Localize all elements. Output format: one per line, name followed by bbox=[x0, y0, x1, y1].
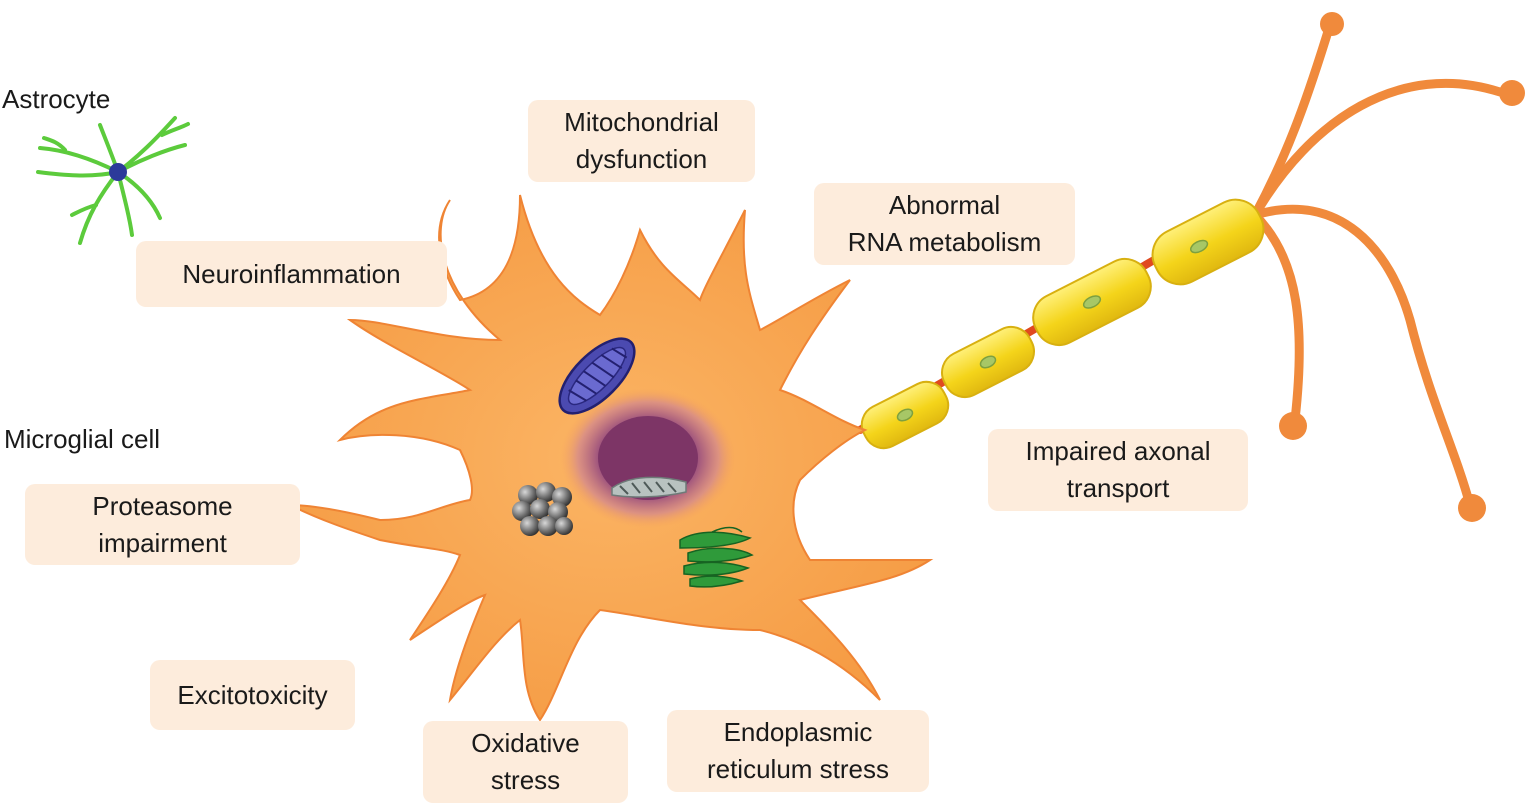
excitotoxicity-box: Excitotoxicity bbox=[150, 660, 355, 730]
myelin-sheath bbox=[860, 198, 1265, 450]
oxidative-stress-box: Oxidative stress bbox=[423, 721, 628, 803]
mitochondrial-dysfunction-box: Mitochondrial dysfunction bbox=[528, 100, 755, 182]
proteasome-impairment-box: Proteasome impairment bbox=[25, 484, 300, 565]
endoplasmic-reticulum-stress-box: Endoplasmic reticulum stress bbox=[667, 710, 929, 792]
neuron bbox=[289, 12, 1525, 722]
mitochondrion bbox=[558, 337, 636, 415]
abnormal-rna-metabolism-box: Abnormal RNA metabolism bbox=[814, 183, 1075, 265]
proteasome-line-2: impairment bbox=[98, 527, 227, 558]
proteasome-line-1: Proteasome bbox=[92, 490, 233, 521]
oxidative-line-2: stress bbox=[490, 765, 561, 795]
mitochondrial-line-2: dysfunction bbox=[575, 144, 708, 174]
endoplasmic-reticulum bbox=[679, 526, 754, 588]
astrocyte-label: Astrocyte bbox=[2, 84, 111, 114]
rna-line-1: Abnormal bbox=[888, 190, 1001, 220]
rna-strand bbox=[611, 476, 687, 498]
microglial-cell-label: Microglial cell bbox=[4, 424, 161, 454]
er-line-2: reticulum stress bbox=[706, 754, 890, 784]
mitochondrial-line-1: Mitochondrial bbox=[564, 107, 719, 137]
terminal-buttons bbox=[1279, 12, 1525, 522]
er-line-1: Endoplasmic bbox=[723, 717, 873, 747]
excitotoxicity-line-1: Excitotoxicity bbox=[177, 679, 328, 710]
axonal-line-2: transport bbox=[1066, 473, 1170, 503]
impaired-axonal-transport-box: Impaired axonal transport bbox=[988, 429, 1248, 511]
axonal-line-1: Impaired axonal bbox=[1025, 436, 1211, 466]
proteasome bbox=[512, 482, 573, 536]
astrocyte bbox=[36, 116, 190, 245]
neuroinflammation-box: Neuroinflammation bbox=[136, 241, 447, 307]
rna-line-2: RNA metabolism bbox=[847, 227, 1042, 257]
oxidative-line-1: Oxidative bbox=[471, 728, 580, 758]
axon-terminals bbox=[1250, 20, 1505, 510]
neuroinflammation-line-1: Neuroinflammation bbox=[182, 258, 401, 289]
